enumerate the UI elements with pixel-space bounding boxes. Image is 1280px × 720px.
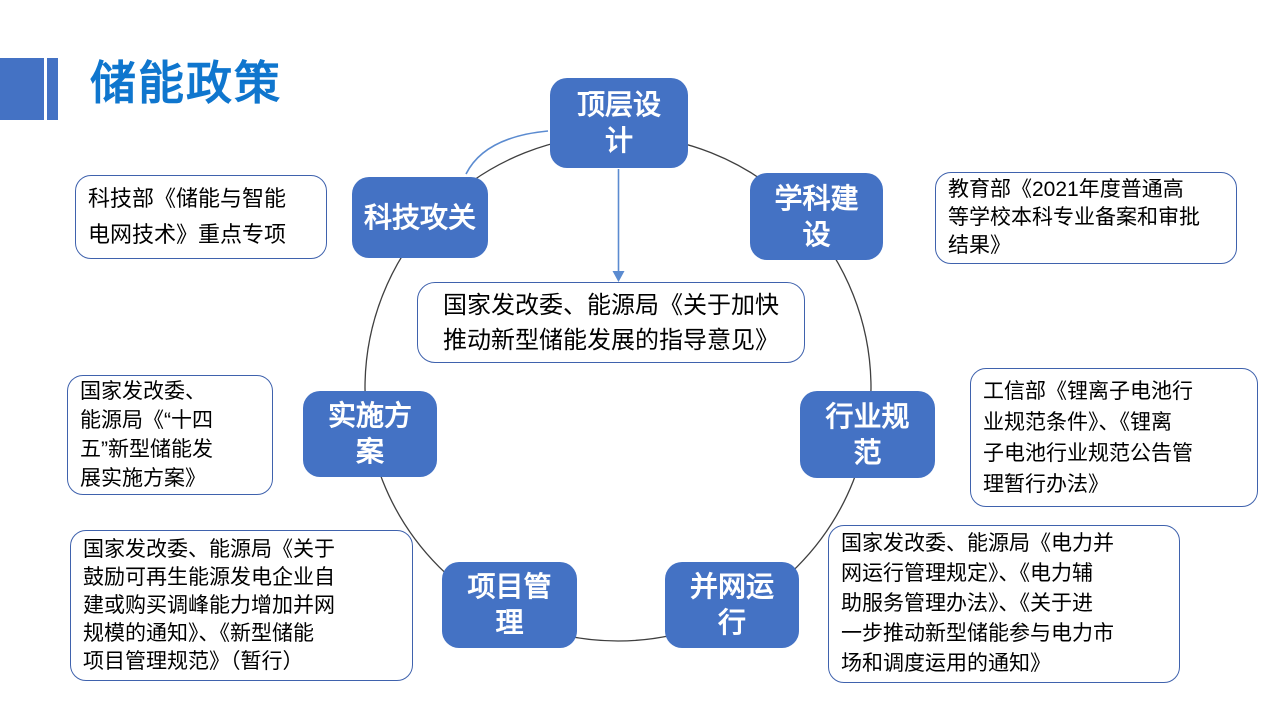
arrow-head-icon (612, 271, 625, 282)
title-accent-square (0, 58, 44, 120)
blue-curve-connector (465, 130, 549, 175)
slide-title: 储能政策 (90, 57, 282, 109)
node-project-management: 项目管 理 (442, 562, 577, 648)
title-accent-bar (47, 58, 58, 120)
node-science-tech-research: 科技攻关 (352, 177, 488, 258)
callout-grid-operation-policies: 国家发改委、能源局《电力并 网运行管理规定》、《电力辅 助服务管理办法》、《关于… (828, 525, 1180, 683)
callout-miit-battery-standards: 工信部《锂离子电池行 业规范条件》、《锂离 子电池行业规范公告管 理暂行办法》 (970, 368, 1258, 507)
callout-project-management-policies: 国家发改委、能源局《关于 鼓励可再生能源发电企业自 建或购买调峰能力增加并网 规… (70, 530, 413, 681)
node-implementation-plan: 实施方 案 (303, 391, 437, 477)
node-industry-standards: 行业规 范 (800, 391, 935, 478)
callout-implementation-plan-policy: 国家发改委、 能源局《“十四 五”新型储能发 展实施方案》 (67, 375, 273, 495)
node-discipline-construction: 学科建 设 (750, 173, 883, 260)
callout-science-ministry-program: 科技部《储能与智能 电网技术》重点专项 (75, 175, 327, 259)
center-note-guidance-opinion: 国家发改委、能源局《关于加快 推动新型储能发展的指导意见》 (417, 282, 805, 363)
node-top-level-design: 顶层设 计 (550, 78, 688, 168)
node-grid-connected-operation: 并网运 行 (665, 562, 799, 648)
callout-education-ministry-result: 教育部《2021年度普通高 等学校本科专业备案和审批 结果》 (935, 172, 1237, 264)
